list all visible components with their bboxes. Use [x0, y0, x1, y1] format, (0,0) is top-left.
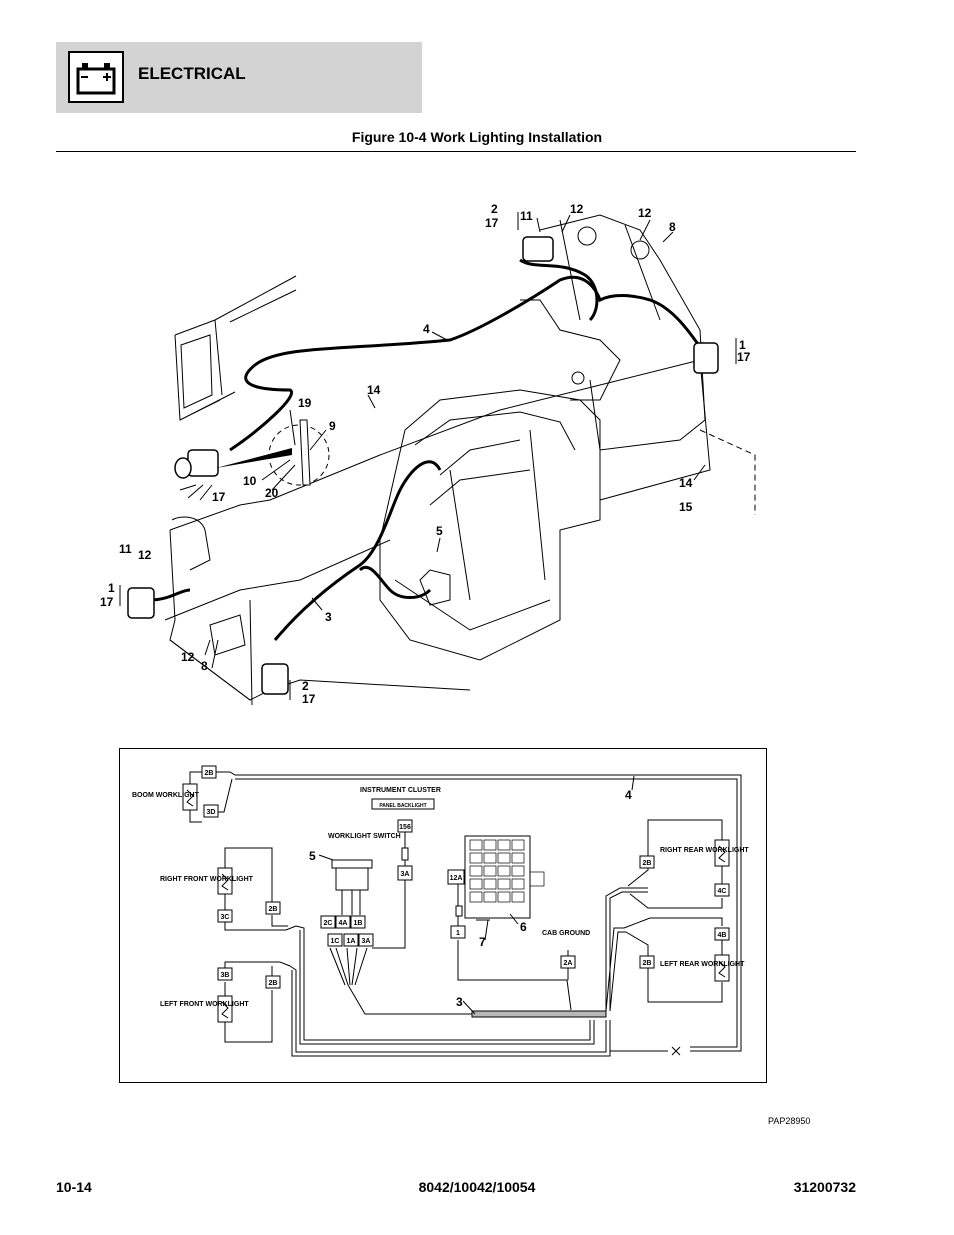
callout-17: 17: [212, 490, 226, 504]
conn-1b: 1B: [354, 920, 363, 927]
page-number: 10-14: [56, 1179, 92, 1195]
section-header: ELECTRICAL: [56, 42, 422, 113]
wiring-schematic-frame: [119, 748, 767, 1083]
callout-20: 20: [265, 486, 279, 500]
wiring-schematic: 2B 3D 3C 2B 3B 2B 156 3A 2C 4A 1B 1C 1A …: [132, 765, 749, 1057]
conn-3b: 3B: [221, 972, 230, 979]
section-title: ELECTRICAL: [138, 64, 246, 83]
conn-4b: 4B: [718, 932, 727, 939]
left-front-worklight-label: LEFT FRONT WORKLIGHT: [160, 1001, 249, 1008]
conn-3a: 3A: [362, 938, 371, 945]
callout-12: 12: [138, 548, 152, 562]
conn-2b: 2B: [205, 770, 214, 777]
conn-1a: 1A: [347, 938, 356, 945]
conn-2b: 2B: [269, 906, 278, 913]
worklight-switch-label: WORKLIGHT SWITCH: [328, 833, 401, 840]
callout-1: 1: [108, 581, 115, 595]
callout-8: 8: [201, 659, 208, 673]
callout-3: 3: [325, 610, 332, 624]
conn-4c: 4C: [718, 888, 727, 895]
schematic-callout-4: 4: [625, 788, 632, 802]
conn-1c: 1C: [331, 938, 340, 945]
callout-17: 17: [485, 216, 499, 230]
callout-14: 14: [367, 383, 381, 397]
figure-title: Figure 10-4 Work Lighting Installation: [351, 129, 603, 145]
header-rule: [56, 151, 856, 152]
conn-3a: 3A: [401, 871, 410, 878]
conn-3d: 3D: [207, 809, 216, 816]
boom-worklight-label: BOOM WORKLIGHT: [132, 792, 200, 799]
battery-icon: [68, 51, 124, 103]
callout-11: 11: [520, 209, 533, 223]
figure-code: PAP28950: [768, 1116, 811, 1126]
schematic-callout-5: 5: [309, 849, 316, 863]
callout-8: 8: [669, 220, 676, 234]
instrument-cluster-label: INSTRUMENT CLUSTER: [360, 787, 441, 794]
callout-17: 17: [302, 692, 316, 706]
conn-2b: 2B: [643, 960, 652, 967]
conn-3c: 3C: [221, 914, 230, 921]
callout-15: 15: [679, 500, 693, 514]
left-rear-worklight-label: LEFT REAR WORKLIGHT: [660, 961, 745, 968]
callout-1: 1: [739, 338, 746, 352]
schematic-callout-3: 3: [456, 995, 463, 1009]
conn-2c: 2C: [324, 920, 333, 927]
callout-12: 12: [181, 650, 195, 664]
callout-2: 2: [491, 202, 498, 216]
conn-2b: 2B: [643, 860, 652, 867]
right-front-worklight-label: RIGHT FRONT WORKLIGHT: [160, 876, 254, 883]
callout-14: 14: [679, 476, 693, 490]
callout-5: 5: [436, 524, 443, 538]
conn-1: 1: [456, 930, 460, 937]
callout-12: 12: [638, 206, 652, 220]
conn-4a: 4A: [339, 920, 348, 927]
document-number: 31200732: [793, 1179, 856, 1195]
conn-2b: 2B: [269, 980, 278, 987]
callout-4: 4: [423, 322, 430, 336]
conn-156: 156: [399, 824, 411, 831]
callout-17: 17: [100, 595, 114, 609]
callout-10: 10: [243, 474, 257, 488]
callout-17: 17: [737, 350, 751, 364]
callout-9: 9: [329, 419, 336, 433]
callout-19: 19: [298, 396, 312, 410]
callout-12: 12: [570, 202, 584, 216]
conn-2a: 2A: [564, 960, 573, 967]
right-rear-worklight-label: RIGHT REAR WORKLIGHT: [660, 847, 749, 854]
cab-ground-label: CAB GROUND: [542, 930, 590, 937]
conn-12a: 12A: [450, 875, 463, 882]
schematic-callout-7: 7: [479, 935, 486, 949]
installation-drawing: 2 17 11 12 12 8 4 1 17 14 19 9 10 20 17 …: [100, 202, 756, 706]
schematic-callout-6: 6: [520, 920, 527, 934]
callout-2: 2: [302, 679, 309, 693]
model-numbers: 8042/10042/10054: [418, 1179, 536, 1195]
callout-11: 11: [119, 542, 132, 556]
panel-backlight-label: PANEL BACKLIGHT: [379, 803, 426, 809]
